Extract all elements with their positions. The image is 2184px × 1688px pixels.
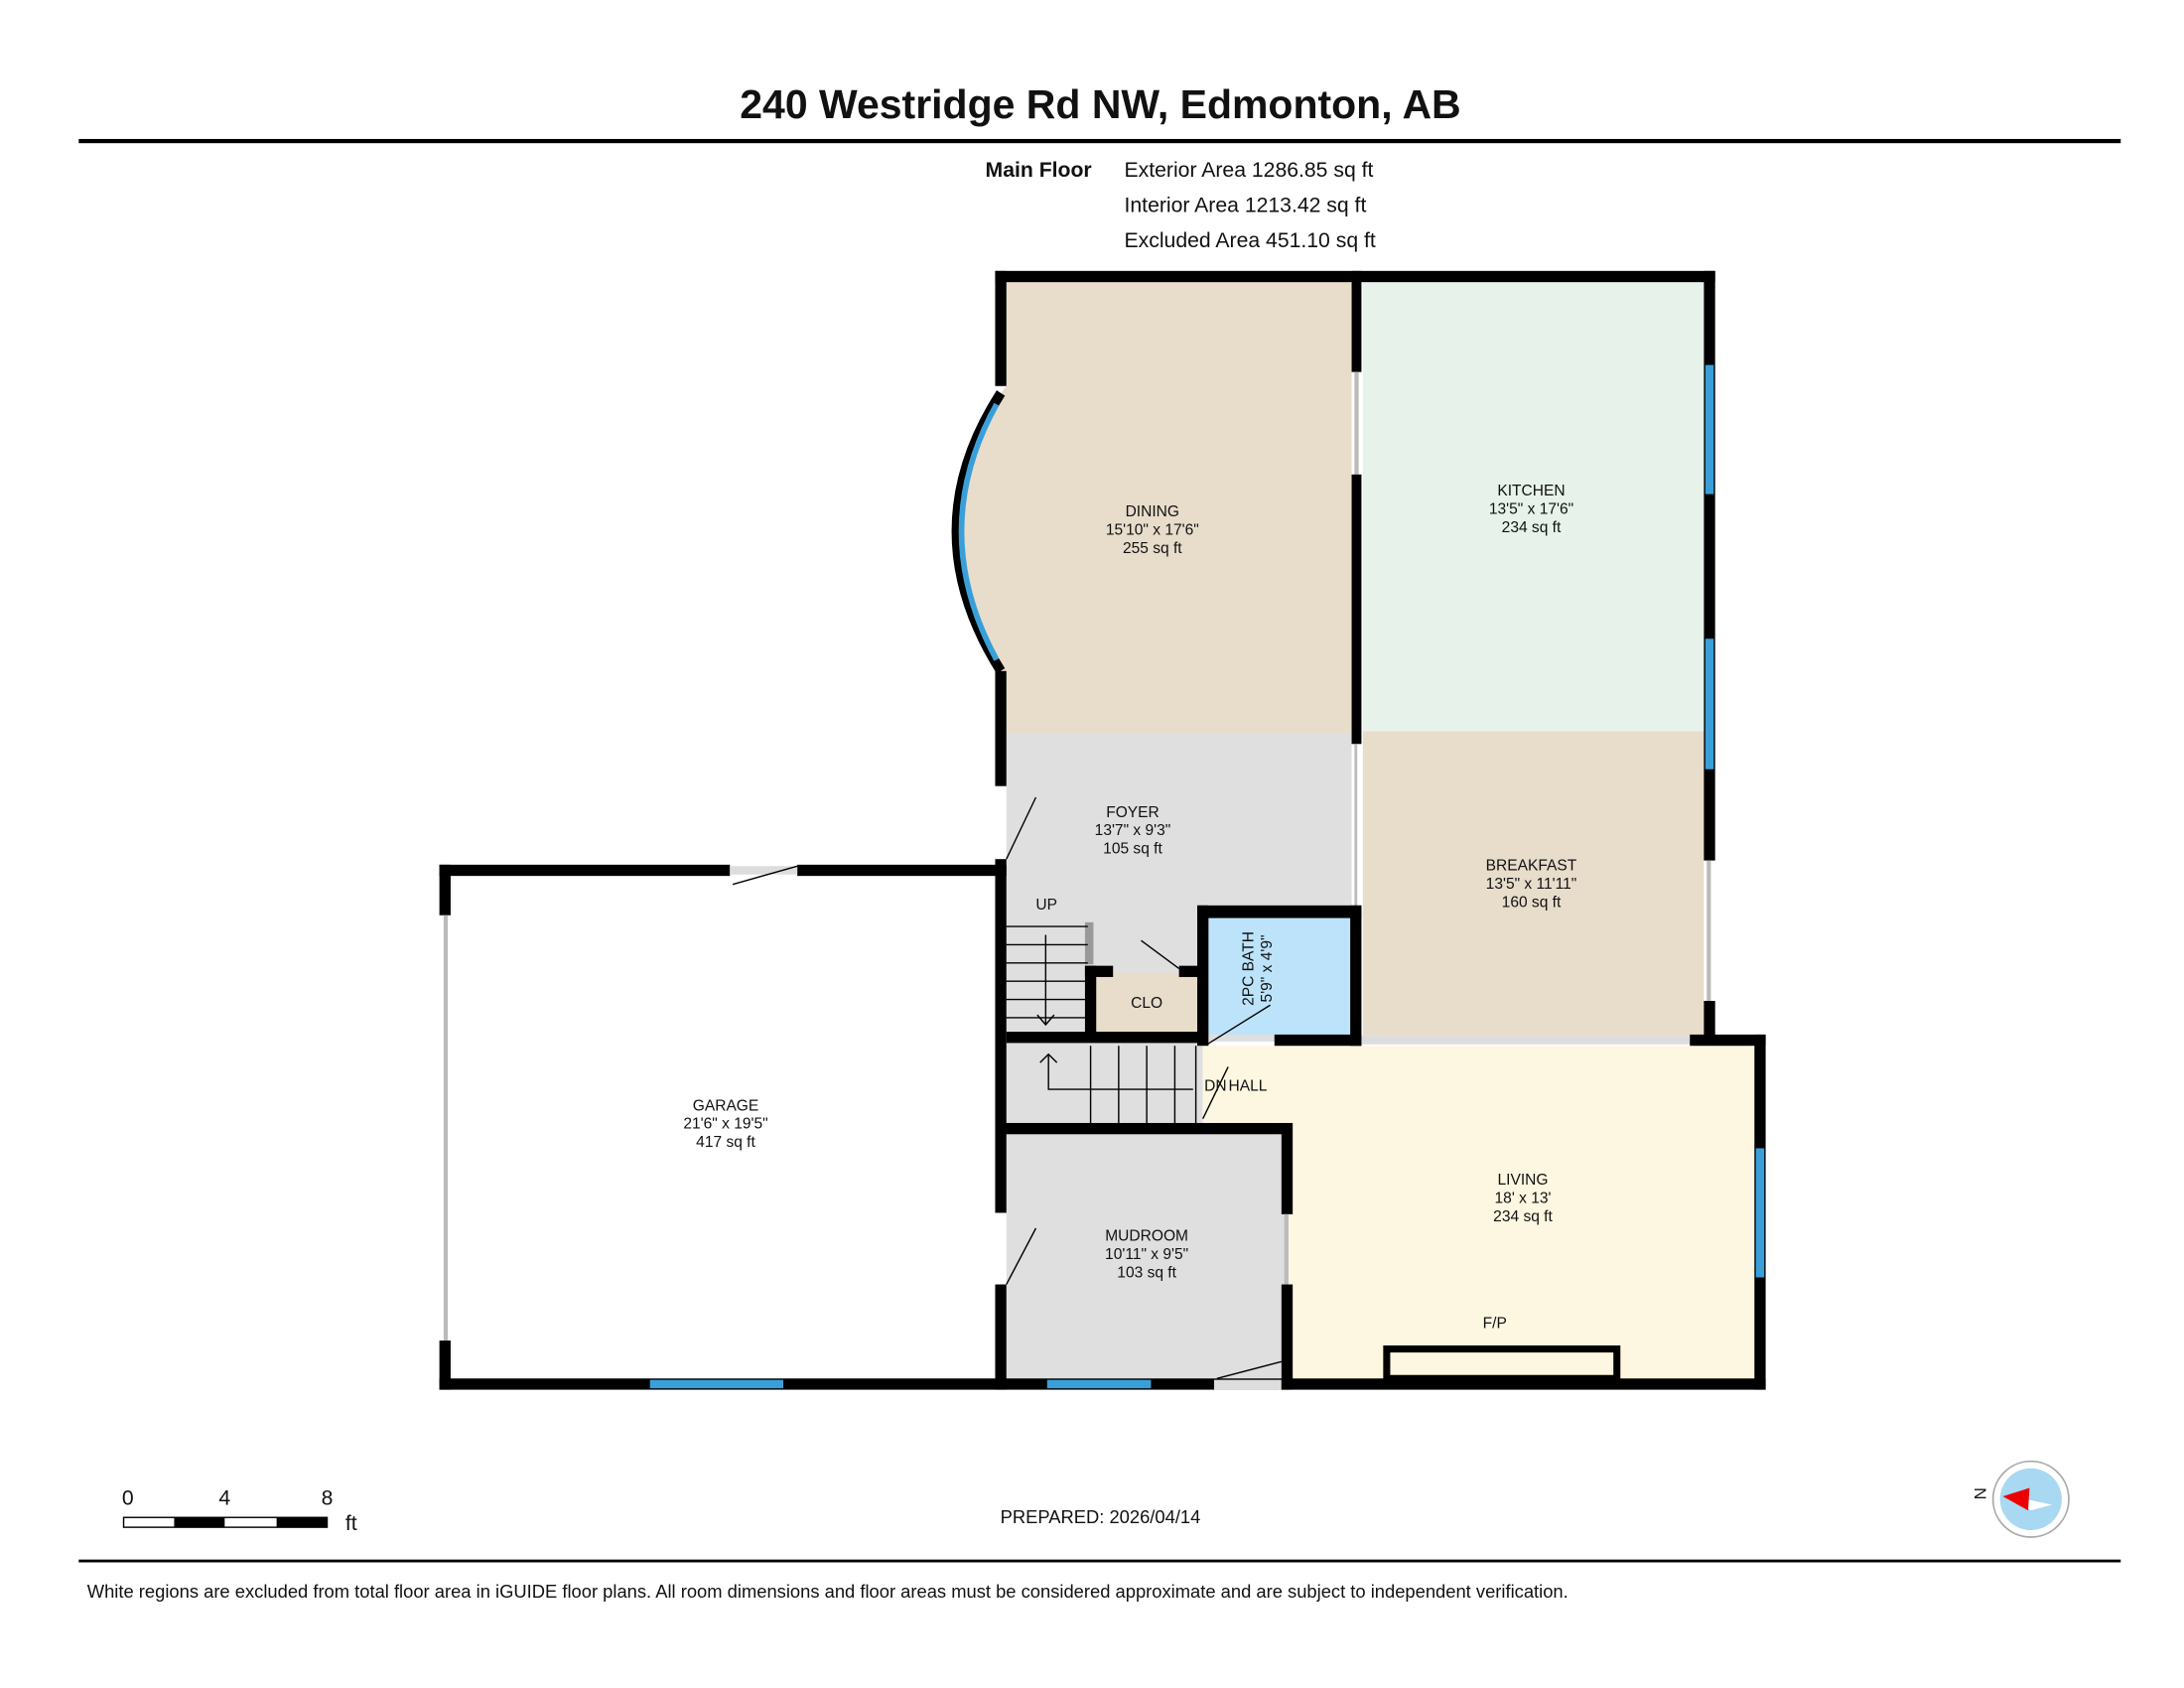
- header-divider: [78, 138, 2121, 144]
- page-title: 240 Westridge Rd NW, Edmonton, AB: [740, 81, 1460, 127]
- svg-text:2PC BATH: 2PC BATH: [1241, 931, 1258, 1006]
- svg-text:MUDROOM: MUDROOM: [1105, 1228, 1188, 1245]
- svg-text:ft: ft: [345, 1512, 357, 1535]
- svg-text:5'9" x 4'9": 5'9" x 4'9": [1259, 934, 1276, 1002]
- fireplace-label: F/P: [1483, 1315, 1507, 1332]
- room-label-foyer: FOYER 13'7" x 9'3" 105 sq ft: [1095, 804, 1171, 858]
- svg-text:255 sq ft: 255 sq ft: [1123, 540, 1182, 557]
- floor-name: Main Floor: [986, 159, 1092, 182]
- room-breakfast: [1362, 731, 1705, 1037]
- room-dining: [952, 282, 1352, 733]
- svg-text:417 sq ft: 417 sq ft: [696, 1134, 755, 1151]
- svg-text:10'11" x 9'5": 10'11" x 9'5": [1105, 1246, 1188, 1263]
- footer-divider: [78, 1559, 2121, 1563]
- svg-text:105 sq ft: 105 sq ft: [1103, 841, 1162, 858]
- excluded-area: Excluded Area 451.10 sq ft: [1125, 229, 1376, 252]
- room-label-hall: HALL: [1228, 1077, 1267, 1094]
- room-label-kitchen: KITCHEN 13'5" x 17'6" 234 sq ft: [1489, 483, 1573, 536]
- room-label-bath: 2PC BATH 5'9" x 4'9": [1241, 931, 1276, 1006]
- svg-text:160 sq ft: 160 sq ft: [1502, 894, 1562, 911]
- svg-text:DINING: DINING: [1126, 503, 1179, 520]
- svg-text:4: 4: [218, 1487, 230, 1510]
- svg-text:BREAKFAST: BREAKFAST: [1486, 858, 1577, 875]
- room-mudroom: [1006, 1132, 1288, 1384]
- room-clo: [1093, 972, 1199, 1033]
- scale-bar: 0 4 8 ft: [122, 1487, 357, 1535]
- svg-text:13'7" x 9'3": 13'7" x 9'3": [1095, 822, 1171, 839]
- svg-text:KITCHEN: KITCHEN: [1497, 483, 1565, 499]
- room-label-clo: CLO: [1131, 995, 1162, 1012]
- prepared-date: PREPARED: 2026/04/14: [1001, 1506, 1201, 1527]
- room-label-dining: DINING 15'10" x 17'6" 255 sq ft: [1106, 503, 1199, 557]
- stair-up-label: UP: [1035, 897, 1057, 914]
- svg-text:18' x 13': 18' x 13': [1495, 1191, 1552, 1207]
- svg-text:234 sq ft: 234 sq ft: [1493, 1208, 1553, 1225]
- svg-text:FOYER: FOYER: [1106, 804, 1160, 821]
- svg-text:GARAGE: GARAGE: [693, 1097, 759, 1114]
- room-label-mudroom: MUDROOM 10'11" x 9'5" 103 sq ft: [1105, 1228, 1188, 1282]
- compass-icon: N: [1971, 1460, 2070, 1538]
- room-living: [1202, 1046, 1760, 1384]
- exterior-area: Exterior Area 1286.85 sq ft: [1125, 159, 1374, 182]
- room-bath: [1208, 917, 1351, 1035]
- room-label-living: LIVING 18' x 13' 234 sq ft: [1493, 1172, 1553, 1225]
- svg-text:15'10" x 17'6": 15'10" x 17'6": [1106, 522, 1199, 539]
- svg-text:LIVING: LIVING: [1498, 1172, 1549, 1189]
- walls: [439, 270, 1766, 1390]
- room-kitchen: [1362, 282, 1705, 732]
- svg-text:0: 0: [122, 1487, 134, 1510]
- interior-area: Interior Area 1213.42 sq ft: [1125, 194, 1367, 216]
- disclaimer: White regions are excluded from total fl…: [87, 1581, 1569, 1602]
- svg-text:103 sq ft: 103 sq ft: [1117, 1264, 1176, 1281]
- svg-text:N: N: [1971, 1487, 1989, 1499]
- room-label-breakfast: BREAKFAST 13'5" x 11'11" 160 sq ft: [1486, 858, 1577, 912]
- room-hall: [1006, 1041, 1203, 1126]
- svg-text:21'6" x 19'5": 21'6" x 19'5": [683, 1116, 767, 1133]
- room-label-garage: GARAGE 21'6" x 19'5" 417 sq ft: [683, 1097, 767, 1151]
- svg-text:13'5" x 11'11": 13'5" x 11'11": [1486, 876, 1577, 893]
- svg-text:234 sq ft: 234 sq ft: [1502, 519, 1562, 536]
- svg-text:13'5" x 17'6": 13'5" x 17'6": [1489, 500, 1573, 517]
- svg-text:8: 8: [322, 1487, 334, 1510]
- stair-dn-label: DN: [1204, 1077, 1226, 1094]
